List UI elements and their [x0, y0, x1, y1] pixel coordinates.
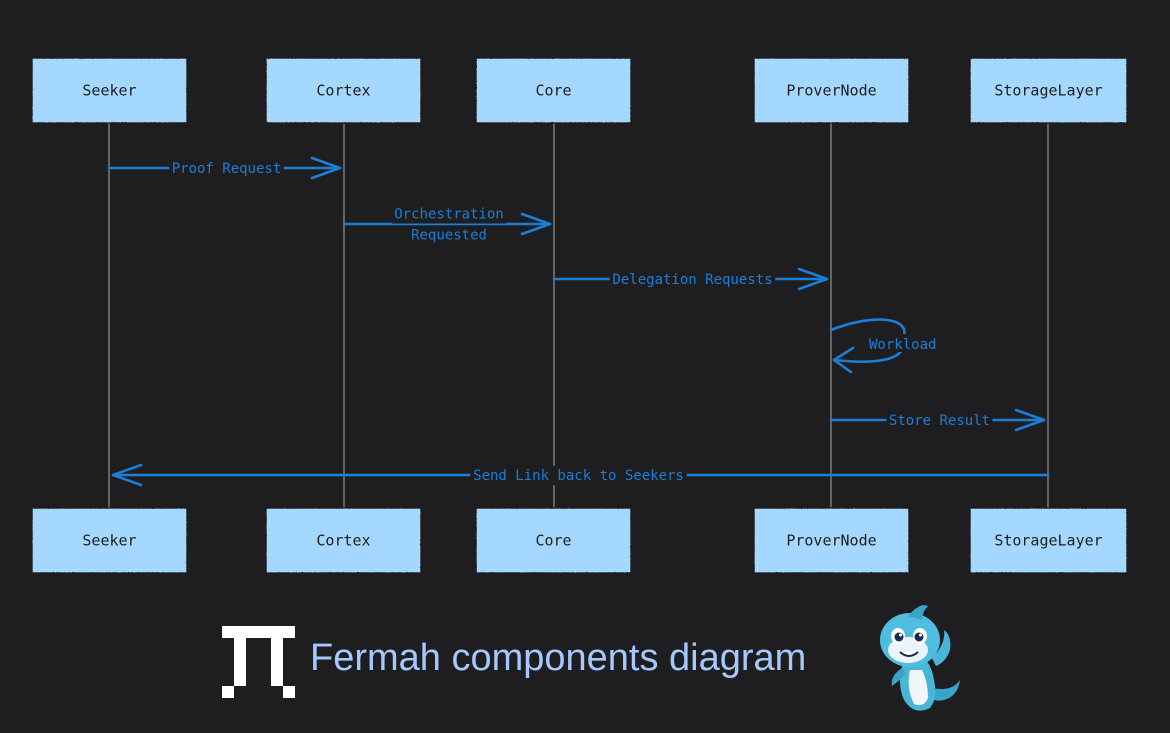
- arrowhead: [797, 267, 829, 291]
- message-5[interactable]: Send Link back to Seekers: [111, 463, 1050, 487]
- label-bg: [169, 159, 284, 178]
- arrowhead: [832, 346, 855, 374]
- label-bg: [867, 334, 943, 352]
- actor-label: Cortex: [316, 82, 370, 100]
- message-label: Orchestration: [394, 207, 504, 223]
- message-label: Store Result: [889, 413, 990, 429]
- message-label: Proof Request: [172, 161, 282, 177]
- actor-label: StorageLayer: [994, 532, 1102, 550]
- actor-label: Cortex: [316, 532, 370, 550]
- actor-core-bottom[interactable]: Core: [475, 507, 632, 574]
- actor-seeker-top[interactable]: Seeker: [31, 57, 188, 124]
- actor-label: ProverNode: [786, 82, 876, 100]
- arrowhead: [1014, 408, 1046, 432]
- actors-bottom: Seeker Cortex Core ProverNode StorageLayer: [31, 507, 1128, 574]
- sequence-diagram: Proof RequestOrchestrationRequestedDeleg…: [31, 57, 1128, 574]
- arrowhead: [111, 463, 143, 487]
- label-bg: [470, 466, 687, 485]
- message-4[interactable]: Store Result: [829, 408, 1046, 432]
- message-label: Requested: [411, 228, 487, 244]
- actor-box: [475, 507, 632, 574]
- actor-box: [265, 507, 422, 574]
- actor-box: [31, 57, 188, 124]
- fermah-logo-icon: [222, 626, 295, 698]
- label-bg: [408, 225, 490, 245]
- actor-box: [265, 57, 422, 124]
- actor-core-top[interactable]: Core: [475, 57, 632, 124]
- arrowhead: [520, 212, 552, 236]
- actor-label: Core: [535, 82, 571, 100]
- message-label: Send Link back to Seekers: [473, 468, 684, 484]
- arrowhead: [310, 156, 342, 180]
- label-bg: [886, 411, 993, 430]
- actor-cortex-top[interactable]: Cortex: [265, 57, 422, 124]
- message-label: Workload: [869, 337, 936, 353]
- message-2[interactable]: Delegation Requests: [552, 267, 829, 291]
- actor-provernode-bottom[interactable]: ProverNode: [753, 507, 910, 574]
- message-0[interactable]: Proof Request: [107, 156, 342, 180]
- actor-label: Core: [535, 532, 571, 550]
- messages: Proof RequestOrchestrationRequestedDeleg…: [107, 156, 1050, 487]
- actor-seeker-bottom[interactable]: Seeker: [31, 507, 188, 574]
- actor-label: ProverNode: [786, 532, 876, 550]
- actor-label: Seeker: [82, 82, 136, 100]
- actor-box: [753, 57, 910, 124]
- footer: Fermah components diagram: [0, 600, 1170, 733]
- actor-box: [969, 57, 1128, 124]
- lifelines: [108, 123, 1049, 508]
- message-label: Delegation Requests: [612, 272, 772, 288]
- message-3[interactable]: Workload: [829, 318, 943, 374]
- actor-box: [475, 57, 632, 124]
- label-bg: [391, 204, 507, 224]
- actor-label: StorageLayer: [994, 82, 1102, 100]
- actor-box: [753, 507, 910, 574]
- diagram-caption: Fermah components diagram: [310, 637, 807, 679]
- actor-box: [31, 507, 188, 574]
- actor-storagelayer-top[interactable]: StorageLayer: [969, 57, 1128, 124]
- actor-label: Seeker: [82, 532, 136, 550]
- label-bg: [609, 270, 776, 289]
- shark-mascot-icon: [880, 605, 960, 711]
- actor-provernode-top[interactable]: ProverNode: [753, 57, 910, 124]
- actor-box: [969, 507, 1128, 574]
- actor-storagelayer-bottom[interactable]: StorageLayer: [969, 507, 1128, 574]
- actors-top: Seeker Cortex Core ProverNode StorageLayer: [31, 57, 1128, 124]
- actor-cortex-bottom[interactable]: Cortex: [265, 507, 422, 574]
